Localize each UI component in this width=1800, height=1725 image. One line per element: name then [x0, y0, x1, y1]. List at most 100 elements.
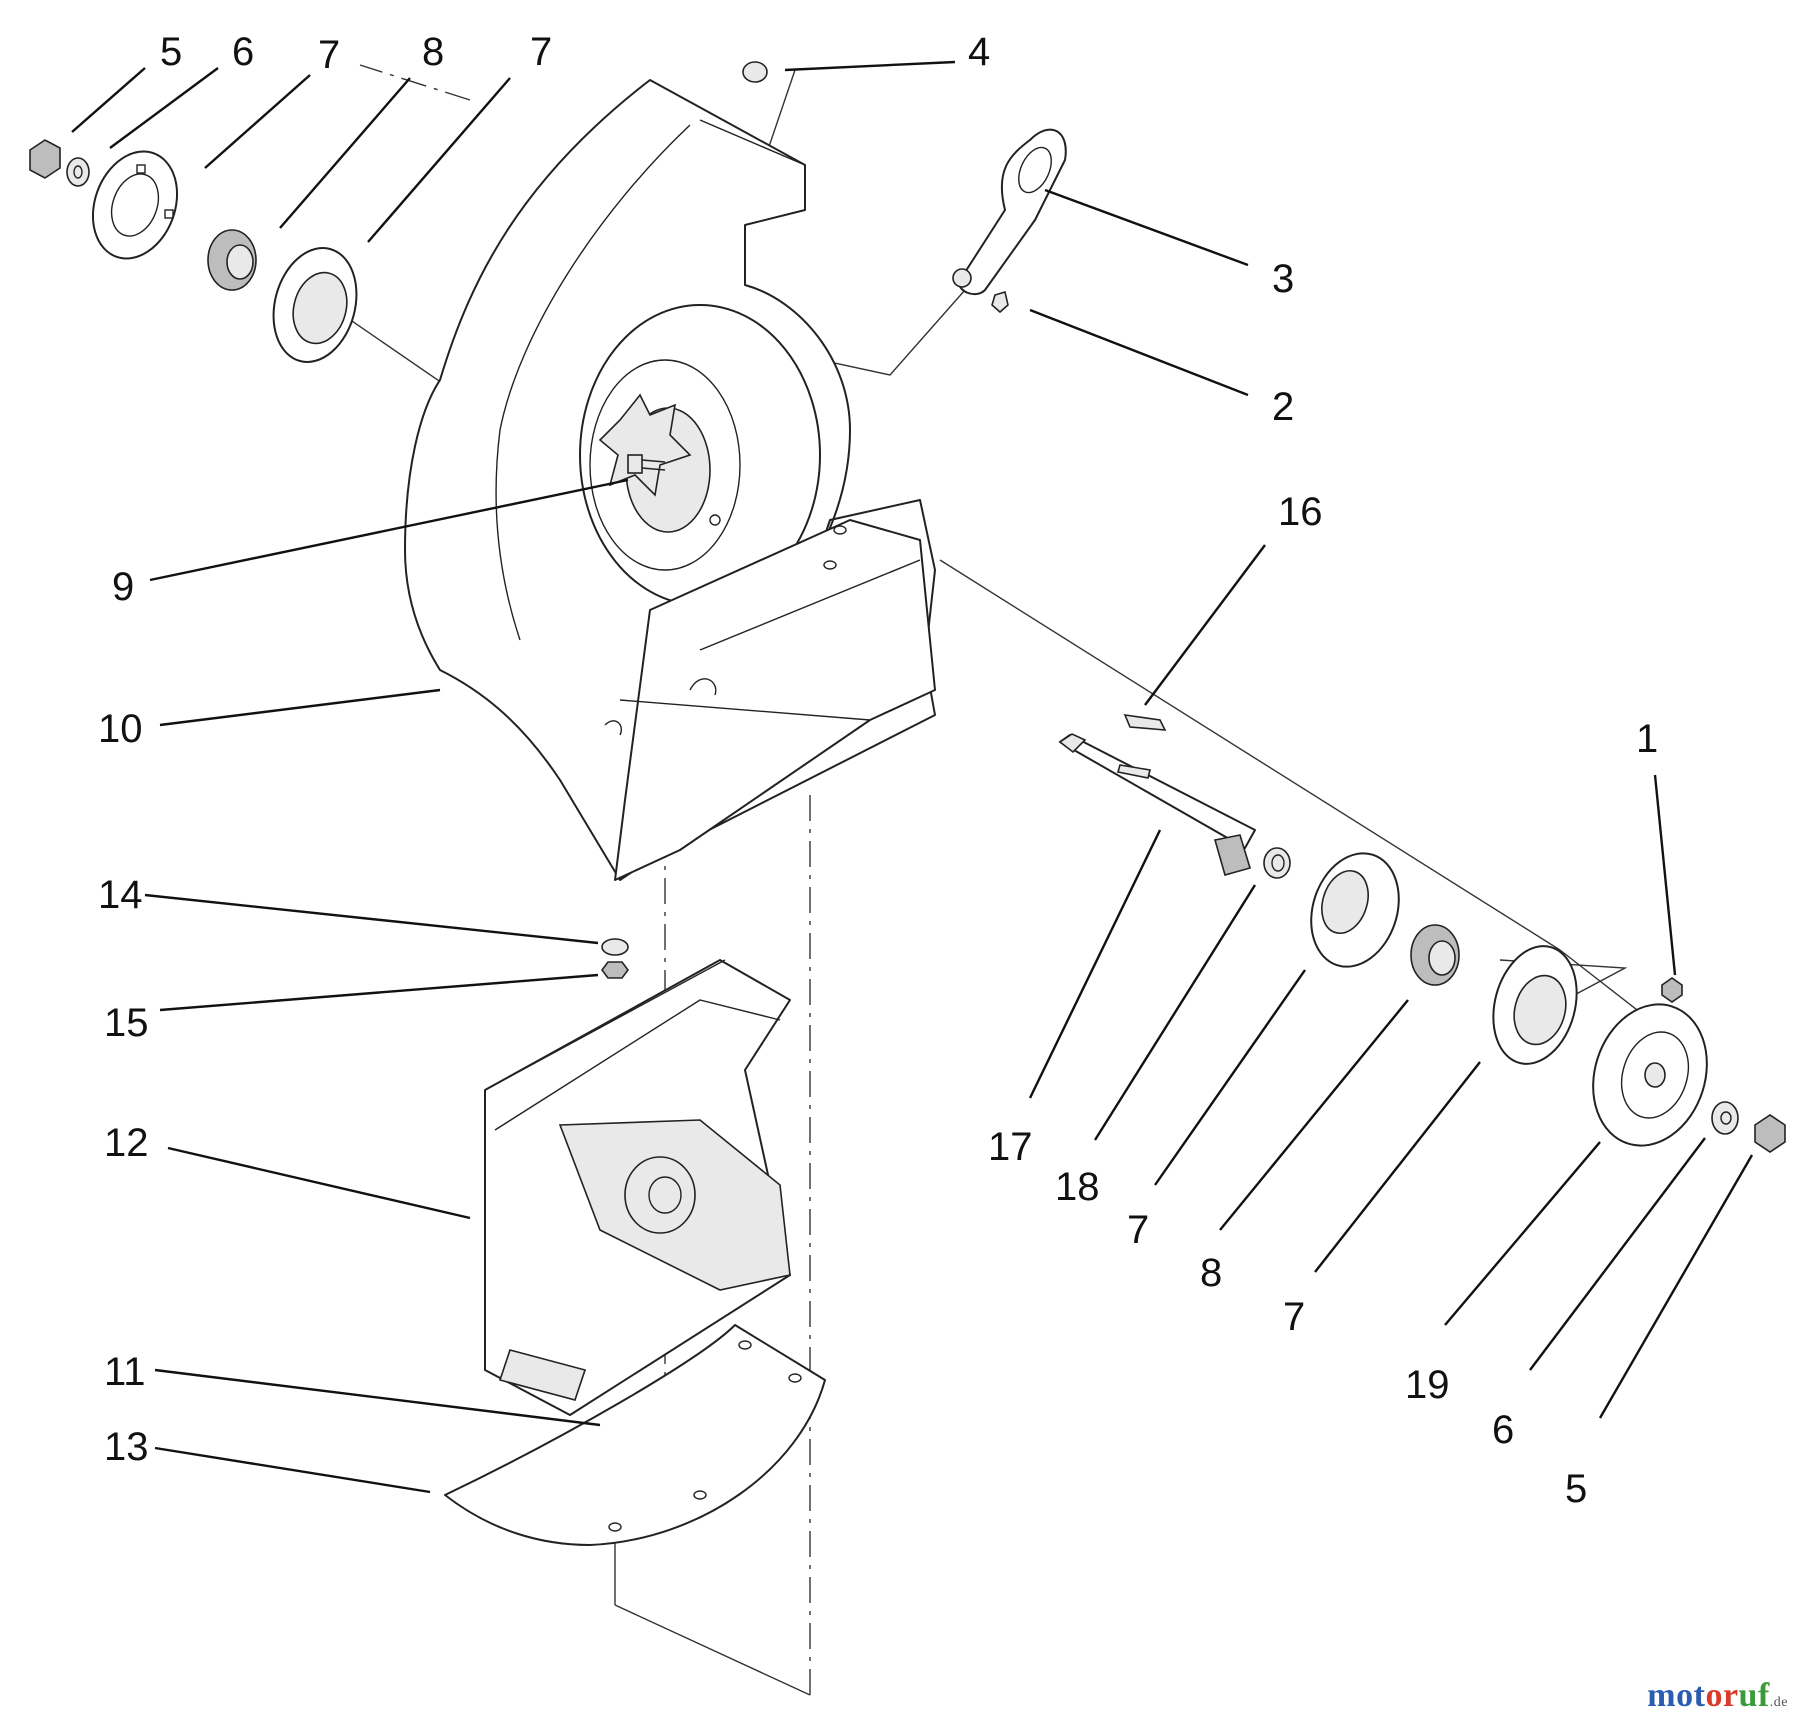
shaft-assembly	[1058, 714, 1291, 879]
callout-8-top: 8	[422, 30, 444, 74]
callout-12: 12	[104, 1121, 149, 1165]
scraper-hole	[608, 1522, 622, 1532]
leader-10	[159, 688, 441, 727]
callout-19: 19	[1405, 1363, 1450, 1407]
pulley-19-groove	[1620, 1031, 1690, 1119]
callout-7-right-b: 7	[1283, 1295, 1305, 1339]
washer-6-top-hole	[73, 165, 83, 179]
nut-5-right	[1754, 1114, 1786, 1153]
top-right-lever-parts	[742, 61, 1067, 314]
leader-9	[149, 478, 629, 582]
leader-7-top-b	[367, 77, 511, 243]
flange-7-top-a-tab	[136, 164, 146, 174]
shaft-17-end	[1058, 733, 1087, 754]
bearing-8-top-race	[226, 244, 254, 280]
lever-3	[958, 128, 1067, 296]
washer-6-top	[66, 157, 90, 187]
leader-7-right-b	[1314, 1061, 1481, 1273]
washer-6-right-hole	[1720, 1111, 1732, 1125]
scraper-hole	[788, 1373, 802, 1383]
callout-3: 3	[1272, 257, 1294, 301]
bushing-4	[742, 61, 768, 83]
leader-6-right	[1529, 1137, 1706, 1371]
leader-2	[1029, 308, 1249, 397]
flange-7-top-a	[91, 150, 179, 260]
leader-16	[1144, 544, 1266, 706]
leader-7-right-a	[1154, 969, 1306, 1186]
leader-5-top	[71, 67, 146, 133]
callout-14: 14	[98, 873, 143, 917]
callout-8-right: 8	[1200, 1251, 1222, 1295]
callout-13: 13	[104, 1425, 149, 1469]
leader-19	[1444, 1141, 1601, 1326]
shaft-17	[1059, 734, 1256, 849]
shaft-17-keyway	[1116, 764, 1151, 779]
leader-lines	[71, 60, 1754, 1494]
flange-7-top-b-bore	[292, 271, 348, 345]
lever-3-pivot	[952, 268, 972, 288]
leader-13	[154, 1446, 431, 1494]
callout-10: 10	[98, 707, 143, 751]
callout-5-right: 5	[1565, 1467, 1587, 1511]
bolt-9-head	[627, 454, 643, 474]
key-16	[1123, 714, 1167, 731]
flange-7-right-b-bore	[1513, 974, 1567, 1046]
callout-2: 2	[1272, 385, 1294, 429]
callout-15: 15	[104, 1001, 149, 1045]
leader-14	[144, 893, 599, 945]
right-bearing-stack	[1310, 852, 1786, 1153]
bracket-tab	[689, 678, 717, 696]
leader-1	[1653, 774, 1677, 976]
leader-11	[154, 1368, 601, 1427]
housing-bolt-hole	[709, 514, 721, 526]
callout-11: 11	[104, 1350, 146, 1394]
impeller-blade-tip	[498, 1349, 587, 1401]
leader-7-top-a	[204, 74, 311, 169]
flange-7-top-a-bore	[110, 173, 160, 237]
scraper-hole	[738, 1340, 752, 1350]
leader-5-right	[1598, 1154, 1754, 1419]
bracket-fold	[699, 559, 921, 651]
callout-7-top-a: 7	[318, 33, 340, 77]
bracket-slot	[833, 525, 847, 535]
impeller-fold	[494, 999, 781, 1131]
callout-5-top: 5	[160, 30, 182, 74]
upper-left-bearing-stack	[29, 139, 358, 363]
centerline-bottom-diagonal	[614, 1604, 811, 1696]
centerline-top-left	[359, 64, 471, 101]
callout-18: 18	[1055, 1165, 1100, 1209]
nut-1	[1661, 977, 1683, 1003]
housing-hub-ring	[589, 359, 741, 571]
impeller-top-edge	[484, 959, 726, 1091]
leader-8-right	[1219, 999, 1409, 1231]
leader-17	[1028, 829, 1162, 1099]
spacer-18-hole	[1271, 854, 1285, 872]
housing-seam	[495, 124, 691, 641]
callout-9: 9	[112, 565, 134, 609]
watermark-logo: motoruf.de	[1647, 1677, 1788, 1714]
shaft-17-threads	[1213, 834, 1252, 876]
nut-5-top	[29, 139, 61, 179]
leader-8-top	[279, 77, 411, 229]
callout-1: 1	[1636, 717, 1658, 761]
scraper-13	[444, 1324, 826, 1546]
bearing-8-right-race	[1428, 940, 1456, 976]
bracket-tab	[604, 720, 622, 736]
part-12-impeller	[484, 959, 791, 1416]
nut-15	[601, 961, 629, 979]
leader-3	[1044, 188, 1249, 267]
flange-7-top-a-tab	[164, 209, 174, 219]
hardware-14-15	[601, 938, 629, 979]
flange-7-right-a-bore	[1321, 870, 1369, 934]
callout-17: 17	[988, 1125, 1033, 1169]
scraper-hole	[693, 1490, 707, 1500]
spacer-18	[1263, 847, 1291, 879]
leader-4	[784, 60, 956, 72]
pulley-19-bore	[1644, 1062, 1666, 1088]
impeller-hub-bore	[648, 1176, 682, 1214]
housing-top-edge	[699, 119, 806, 166]
washer-6-right	[1711, 1101, 1739, 1135]
bolt-9-shank	[641, 459, 666, 471]
bracket-slot	[823, 560, 837, 570]
part-9-bolt	[627, 454, 666, 474]
